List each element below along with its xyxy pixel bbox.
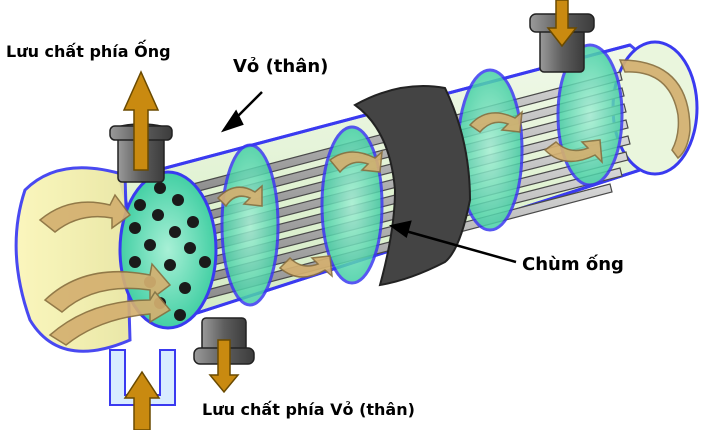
- fluid-direction-arrow: [122, 70, 160, 171]
- pointer-arrow: [388, 220, 412, 239]
- label-tube-side-fluid: Lưu chất phía Ống: [6, 42, 171, 61]
- flow-swirl-arrow: [43, 262, 172, 313]
- pointer-arrows: [220, 91, 517, 264]
- nozzle-tube-side-inlet: [109, 349, 176, 406]
- flow-swirl-arrow: [468, 110, 523, 134]
- label-tube-bundle: Chùm ống: [522, 254, 624, 275]
- label-shell: Vỏ (thân): [233, 56, 329, 77]
- flow-swirl-arrow: [278, 255, 333, 278]
- flow-swirl-arrow: [48, 290, 172, 346]
- flow-arrows: [38, 59, 691, 346]
- flow-swirl-arrow: [328, 150, 383, 174]
- flow-swirl-arrow: [38, 193, 132, 233]
- label-shell-side-fluid: Lưu chất phía Vỏ (thân): [202, 400, 415, 419]
- flow-swirl-arrow: [618, 59, 691, 160]
- fluid-arrows: [122, 0, 578, 430]
- shell-band: [353, 85, 472, 287]
- pointer-arrow: [401, 228, 517, 264]
- baffle-1: [220, 143, 280, 307]
- flow-swirl-arrow: [543, 139, 603, 164]
- pointer-arrow: [220, 109, 244, 133]
- fluid-direction-arrow: [123, 370, 161, 430]
- fluid-direction-arrow: [208, 339, 240, 394]
- flow-swirl-arrow: [216, 184, 263, 208]
- fluid-direction-arrow: [546, 0, 578, 48]
